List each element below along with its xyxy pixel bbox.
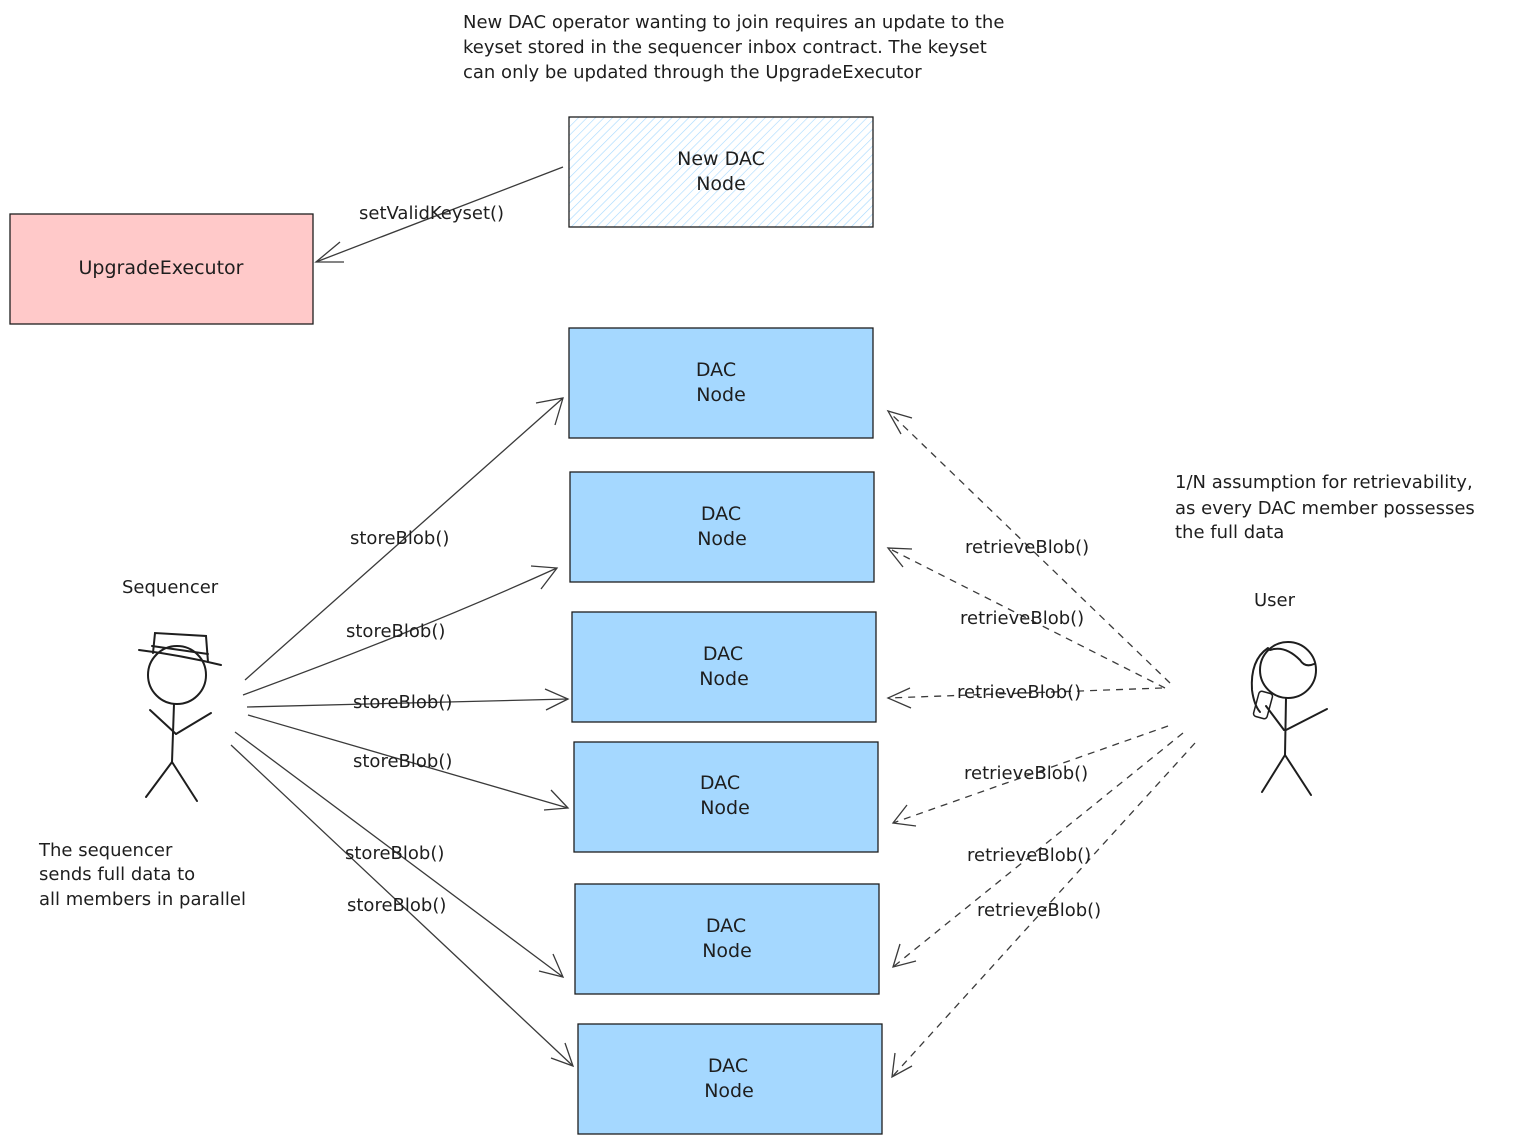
- store-label-3: storeBlob(): [353, 692, 452, 713]
- dac-node-5-label-1: DAC: [706, 915, 746, 937]
- retrieve-label-5: retrieveBlob(): [967, 845, 1091, 866]
- sequencer-note-line-1: The sequencer: [38, 840, 173, 861]
- store-arrow-1: [244, 397, 564, 681]
- sequencer-label: Sequencer: [122, 577, 219, 598]
- dac-node-6-label-2: Node: [704, 1080, 754, 1102]
- retrieve-label-1: retrieveBlob(): [965, 537, 1089, 558]
- dac-node-1[interactable]: DAC Node: [568, 327, 874, 439]
- set-keyset-arrow: setValidKeyset(): [314, 166, 564, 263]
- dac-node-2[interactable]: DAC Node: [569, 471, 875, 583]
- stick-figure-icon: [1250, 641, 1328, 796]
- store-arrow-3: [246, 688, 570, 711]
- new-dac-node[interactable]: New DAC Node: [568, 116, 874, 228]
- upgrade-executor-label: UpgradeExecutor: [79, 257, 244, 279]
- new-dac-node-label-2: Node: [696, 173, 746, 195]
- dac-node-4-label-1: DAC: [700, 772, 740, 794]
- keyset-note-line-2: keyset stored in the sequencer inbox con…: [463, 37, 987, 58]
- keyset-note-line-3: can only be updated through the UpgradeE…: [463, 62, 922, 83]
- new-dac-node-label-1: New DAC: [677, 148, 765, 170]
- dac-node-2-box[interactable]: [569, 471, 875, 583]
- store-arrow-2: [242, 565, 559, 696]
- retrieve-label-3: retrieveBlob(): [957, 682, 1081, 703]
- store-label-6: storeBlob(): [347, 895, 446, 916]
- hat-icon: [138, 631, 222, 666]
- dac-node-3-label-2: Node: [699, 668, 749, 690]
- dac-node-5[interactable]: DAC Node: [574, 883, 880, 995]
- stick-figure-icon: [145, 645, 212, 802]
- dac-node-6-label-1: DAC: [708, 1055, 748, 1077]
- retrieve-label-6: retrieveBlob(): [977, 900, 1101, 921]
- dac-node-3-label-1: DAC: [703, 643, 743, 665]
- store-label-4: storeBlob(): [353, 751, 452, 772]
- dac-node-2-label-1: DAC: [701, 503, 741, 525]
- user-actor[interactable]: User: [1250, 590, 1328, 796]
- keyset-note-line-1: New DAC operator wanting to join require…: [463, 12, 1004, 33]
- dac-node-2-label-2: Node: [697, 528, 747, 550]
- retrievability-note-line-3: the full data: [1175, 522, 1284, 543]
- store-arrow-4: [247, 714, 570, 811]
- retrievability-note-line-1: 1/N assumption for retrievability,: [1175, 472, 1473, 493]
- dac-node-4-label-2: Node: [700, 797, 750, 819]
- sequencer-note-line-3: all members in parallel: [39, 889, 246, 910]
- dac-node-1-box[interactable]: [568, 327, 874, 439]
- upgrade-executor-box[interactable]: [9, 213, 314, 325]
- new-dac-node-box[interactable]: [568, 116, 874, 228]
- dac-node-3[interactable]: DAC Node: [571, 611, 877, 723]
- store-label-2: storeBlob(): [346, 621, 445, 642]
- sequencer-actor[interactable]: Sequencer: [122, 577, 222, 802]
- dac-node-1-label-1: DAC: [696, 359, 736, 381]
- keyset-note: New DAC operator wanting to join require…: [463, 12, 1004, 83]
- retrieve-arrow-6: [891, 742, 1196, 1079]
- sequencer-note: The sequencer sends full data to all mem…: [38, 840, 246, 910]
- dac-node-6[interactable]: DAC Node: [577, 1023, 883, 1135]
- retrieve-arrows: retrieveBlob() retrieveBlob() retrieveBl…: [886, 409, 1196, 1079]
- dac-node-1-label-2: Node: [696, 384, 746, 406]
- upgrade-executor-node[interactable]: UpgradeExecutor: [9, 213, 314, 325]
- retrievability-note-line-2: as every DAC member possesses: [1175, 498, 1475, 519]
- retrieve-arrow-5: [892, 732, 1184, 968]
- dac-node-4[interactable]: DAC Node: [573, 741, 879, 853]
- retrieve-label-2: retrieveBlob(): [960, 608, 1084, 629]
- dac-node-3-box[interactable]: [571, 611, 877, 723]
- phone-icon: [1252, 690, 1285, 731]
- retrievability-note: 1/N assumption for retrievability, as ev…: [1175, 472, 1475, 543]
- set-keyset-label: setValidKeyset(): [359, 203, 504, 224]
- dac-node-5-label-2: Node: [702, 940, 752, 962]
- retrieve-arrow-2: [886, 547, 1166, 689]
- sequencer-note-line-2: sends full data to: [39, 864, 195, 885]
- retrieve-label-4: retrieveBlob(): [964, 763, 1088, 784]
- dac-node-5-box[interactable]: [574, 883, 880, 995]
- store-arrow-5: [234, 731, 565, 978]
- user-label: User: [1254, 590, 1296, 611]
- retrieve-arrow-4: [891, 725, 1169, 827]
- store-arrow-6: [230, 744, 575, 1068]
- store-label-1: storeBlob(): [350, 528, 449, 549]
- dac-node-6-box[interactable]: [577, 1023, 883, 1135]
- retrieve-arrow-1: [886, 409, 1171, 684]
- retrieve-arrow-3: [886, 687, 1163, 709]
- dac-node-4-box[interactable]: [573, 741, 879, 853]
- store-label-5: storeBlob(): [345, 843, 444, 864]
- store-arrows: storeBlob() storeBlob() storeBlob() stor…: [230, 397, 575, 1068]
